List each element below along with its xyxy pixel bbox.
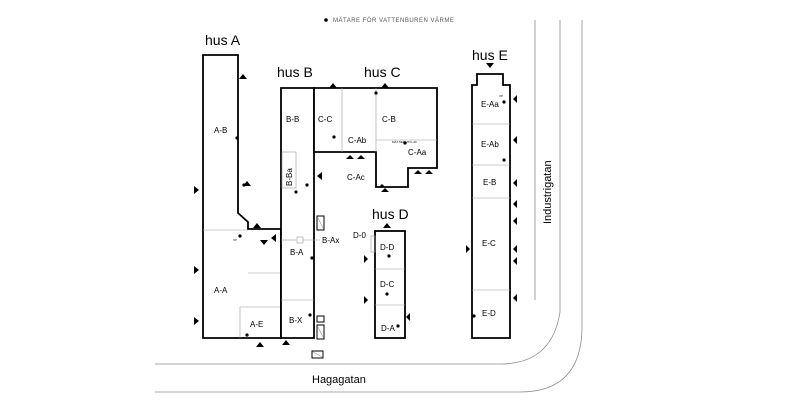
street-label-hagagatan: Hagagatan [312,374,366,386]
unit-label-d-d: D-D [380,243,394,252]
street-lines [155,20,583,393]
building-hus-e [471,73,511,339]
unit-label-e-ab: E-Ab [481,140,499,149]
entrance-markers [194,63,517,347]
legend-meter-dot [324,18,328,22]
unit-label-c-ac: C-Ac [347,173,365,182]
unit-label-e-c: E-C [482,239,496,248]
unit-label-e-d: E-D [482,309,496,318]
unit-label-a-b: A-B [214,126,227,135]
unit-label-d-0: D-0 [353,231,366,240]
house-label-b: hus B [277,64,313,80]
unit-label-c-b: C-B [382,115,396,124]
house-label-d: hus D [372,206,409,222]
street-label-industrigatan: Industrigatan [542,160,554,224]
unit-label-e-b: E-B [483,178,496,187]
unit-label-d-a: D-A [381,324,395,333]
unit-label-c-ab: C-Ab [348,136,367,145]
unit-label-e-aa: E-Aa [481,100,499,109]
unit-label-b-b: B-B [286,115,299,124]
house-label-a: hus A [205,32,241,48]
unit-label-b-ax: B-Ax [322,236,339,245]
unit-label-b-a: B-A [290,248,304,257]
house-label-c: hus C [364,64,401,80]
unit-label-b-ba: B-Ba [285,168,294,186]
building-hus-d [370,230,406,339]
unit-label-d-c: D-C [380,280,394,289]
unit-label-a-e: A-E [250,320,263,329]
house-label-e: hus E [472,47,508,63]
building-hus-c [313,87,438,188]
unit-label-c-c: C-C [318,115,332,124]
unit-label-b-x: B-X [289,316,303,325]
building-hus-a [202,54,282,339]
building-hus-b [280,87,320,339]
small-boxes-hus-b [311,215,325,359]
unit-label-tiny-a: VP [233,238,237,242]
unit-label-a-a: A-A [214,286,228,295]
meter-dots [235,91,506,337]
legend-text: MÄTARE FÖR VATTENBUREN VÄRME [333,17,454,24]
unit-label-tiny-e: VP [499,94,503,98]
unit-label-c-aa: C-Aa [408,148,427,157]
